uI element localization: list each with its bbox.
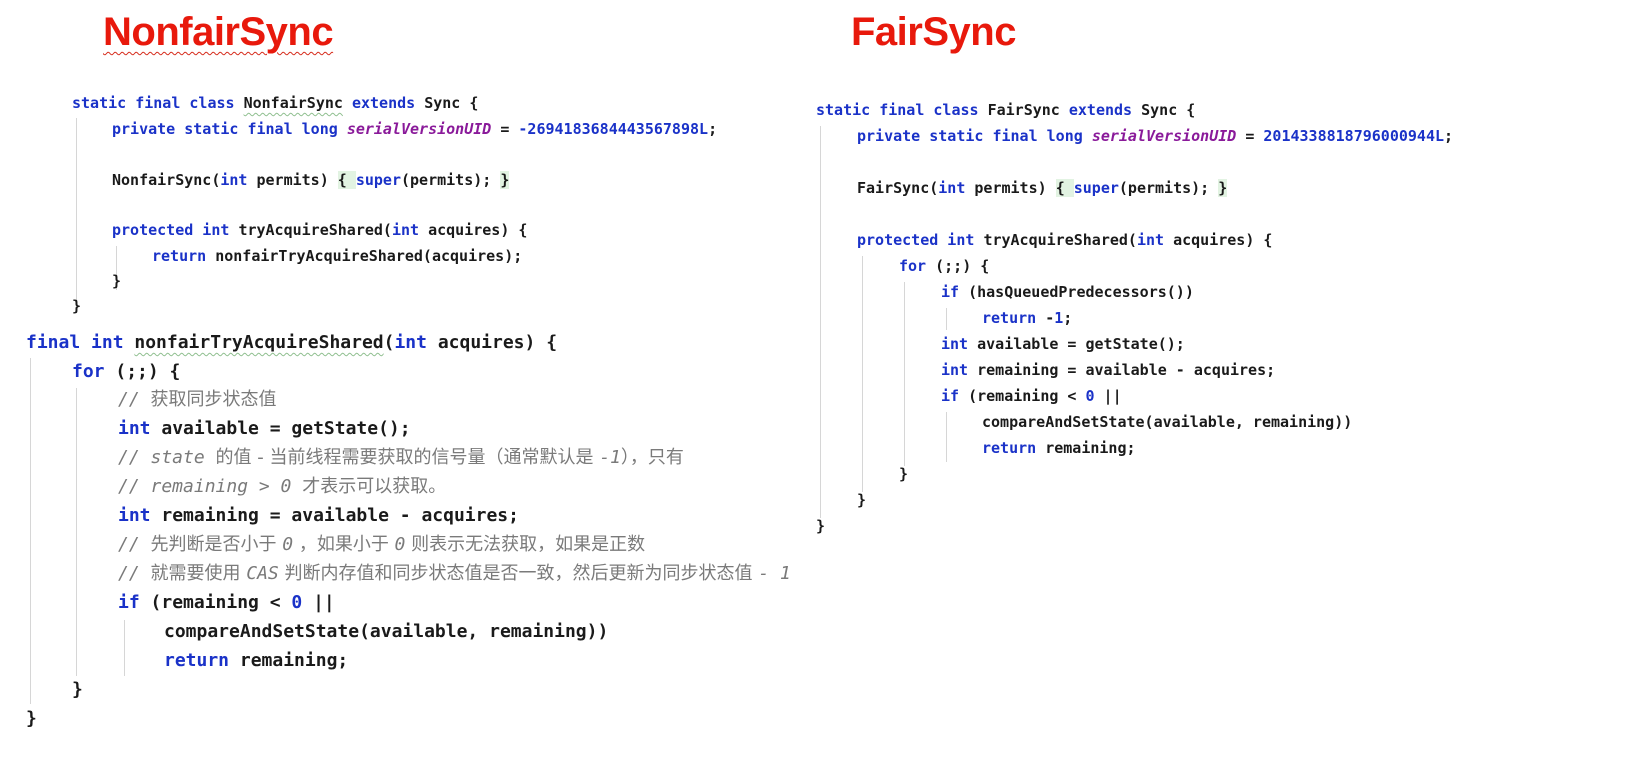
code-line: static final class FairSync extends Sync… [816, 101, 1196, 119]
code-line: if (remaining < 0 || [118, 592, 335, 613]
indent-guide [946, 412, 947, 462]
code-line: if (hasQueuedPredecessors()) [941, 283, 1194, 301]
code-line: } [72, 679, 83, 700]
indent-guide [116, 246, 117, 290]
nonfairsync-heading: NonfairSync [103, 10, 334, 54]
code-comment: // remaining > 0 才表示可以获取。 [118, 476, 447, 497]
fairsync-heading: FairSync [851, 10, 1016, 54]
code-line: return remaining; [982, 439, 1136, 457]
code-line: int available = getState(); [941, 335, 1185, 353]
code-line: int remaining = available - acquires; [941, 361, 1276, 379]
indent-guide [30, 358, 31, 704]
code-line: FairSync(int permits) { super(permits); … [857, 179, 1228, 197]
code-line: } [26, 708, 37, 729]
code-comment: // state 的值 - 当前线程需要获取的信号量（通常默认是 -1），只有 [118, 447, 684, 468]
indent-guide [124, 620, 125, 676]
indent-guide [862, 256, 863, 492]
code-line: private static final long serialVersionU… [112, 120, 718, 138]
code-comment: // 就需要使用 CAS 判断内存值和同步状态值是否一致，然后更新为同步状态值 … [118, 563, 791, 584]
code-line: compareAndSetState(available, remaining)… [164, 621, 609, 642]
code-line: private static final long serialVersionU… [857, 127, 1454, 145]
code-line: } [112, 272, 122, 290]
code-line: } [899, 465, 909, 483]
code-line: } [857, 491, 867, 509]
indent-guide [820, 126, 821, 518]
indent-guide [76, 388, 77, 676]
code-comment: // 先判断是否小于 0 ，如果小于 0 则表示无法获取，如果是正数 [118, 534, 646, 555]
indent-guide [76, 118, 77, 306]
indent-guide [904, 282, 905, 466]
code-line: compareAndSetState(available, remaining)… [982, 413, 1353, 431]
code-line: for (;;) { [899, 257, 990, 275]
code-line: NonfairSync(int permits) { super(permits… [112, 171, 510, 189]
indent-guide [946, 308, 947, 330]
code-line: int remaining = available - acquires; [118, 505, 519, 526]
code-line: if (remaining < 0 || [941, 387, 1122, 405]
code-line: static final class NonfairSync extends S… [72, 94, 479, 112]
code-comment: // 获取同步状态值 [118, 389, 277, 410]
code-line: return nonfairTryAcquireShared(acquires)… [152, 247, 523, 265]
code-line: return remaining; [164, 650, 349, 671]
code-line: } [816, 517, 826, 535]
code-line: } [72, 297, 82, 315]
code-line: return -1; [982, 309, 1073, 327]
code-line: int available = getState(); [118, 418, 411, 439]
code-line: final int nonfairTryAcquireShared(int ac… [26, 332, 558, 353]
code-line: protected int tryAcquireShared(int acqui… [857, 231, 1273, 249]
code-line: for (;;) { [72, 361, 181, 382]
code-line: protected int tryAcquireShared(int acqui… [112, 221, 528, 239]
